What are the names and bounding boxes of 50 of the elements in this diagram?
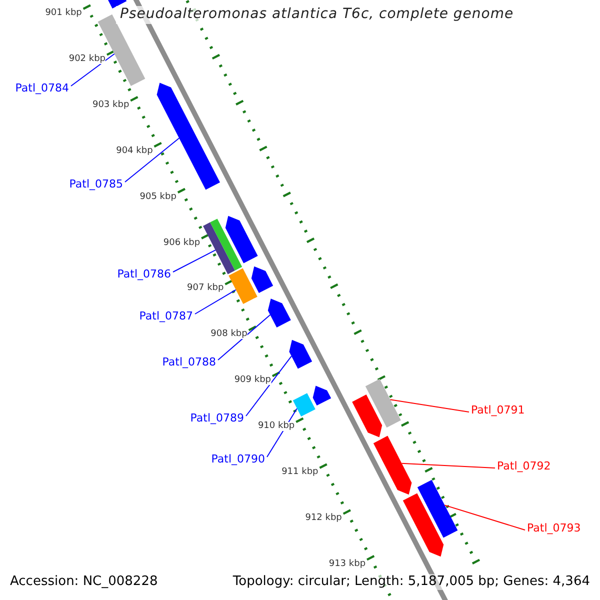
tick-label: 902 kbp: [68, 54, 106, 64]
genome-stats: Topology: circular; Length: 5,187,005 bp; Genes: 4,364: [230, 574, 592, 590]
leader-line: [124, 138, 180, 182]
gene-label: Patl_0787: [139, 310, 193, 322]
gene-label: Patl_0789: [190, 412, 244, 424]
tick-label: 913 kbp: [328, 560, 366, 569]
gene-label: Patl_0791: [471, 404, 525, 416]
tick-label: 907 kbp: [187, 284, 224, 294]
leader-line: [390, 399, 470, 412]
gene-segment: [225, 216, 258, 264]
gene-segment: [210, 218, 242, 270]
tick-label: 908 kbp: [210, 330, 248, 340]
gene-segment: [352, 394, 382, 438]
gene-segment: [251, 266, 274, 293]
gene-label: Patl_0793: [527, 522, 581, 534]
tick-label: 909 kbp: [234, 376, 271, 386]
gene-label: Patl_0786: [117, 268, 171, 280]
tick-label: 912 kbp: [305, 514, 342, 523]
tick-label: 911 kbp: [282, 468, 318, 478]
leader-line: [246, 356, 292, 416]
leader-line: [401, 462, 496, 468]
leader-line: [194, 289, 236, 314]
gene-label: Patl_0788: [162, 356, 216, 368]
gene-segment: [292, 393, 316, 416]
gene-segment: [312, 386, 332, 406]
gene-segment: [365, 378, 401, 428]
leader-line: [218, 314, 271, 360]
tick-label: 910 kbp: [258, 422, 295, 432]
gene-segment: [373, 436, 412, 495]
tick-label: 904 kbp: [116, 146, 153, 156]
gene-segment: [402, 493, 444, 557]
gene-label: Patl_0792: [497, 460, 551, 472]
leader-line: [266, 408, 298, 458]
leader-line: [70, 53, 115, 86]
gene-segment: [156, 82, 220, 190]
gene-segment: [289, 340, 312, 369]
gene-label: Patl_0784: [15, 82, 69, 94]
tick-label: 901 kbp: [45, 9, 82, 18]
gene-segment: [203, 222, 235, 274]
gene-label: Patl_0785: [69, 178, 123, 190]
tick-label: 903 kbp: [92, 100, 130, 110]
accession-text: Accession: NC_008228: [8, 574, 160, 590]
gene-segment: [228, 268, 258, 304]
gene-segment: [417, 480, 458, 538]
gene-segment: [268, 298, 291, 328]
leader-line: [172, 250, 216, 272]
tick-label: 906 kbp: [163, 238, 200, 248]
gene-label: Patl_0790: [211, 454, 265, 464]
leader-line: [444, 504, 526, 530]
tick-label: 905 kbp: [140, 192, 176, 202]
